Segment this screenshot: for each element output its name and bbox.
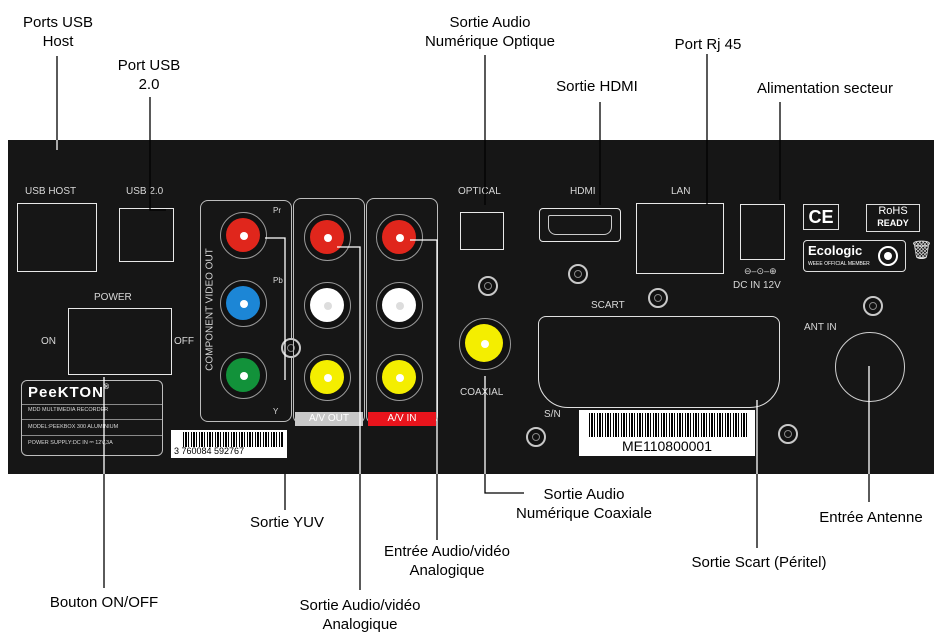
jack-y-green — [220, 352, 267, 399]
info-line-2: MODEL:PEEKBOX 300 ALUMINIUM — [28, 424, 119, 430]
callout-port-rj45: Port Rj 45 — [674, 36, 742, 53]
callout-ports-usb-host: Ports USB Host — [22, 14, 94, 50]
ecologic-logo: Ecologic WEEE OFFICIAL MEMBER — [803, 240, 906, 272]
device-back-panel: USB HOST USB 2.0 POWER ON OFF PeeKTON® M… — [8, 140, 934, 474]
usb-2-port — [119, 208, 174, 262]
power-off-label: OFF — [174, 336, 194, 347]
dc-in-label: DC IN 12V — [733, 280, 781, 291]
callout-alimentation: Alimentation secteur — [757, 80, 893, 97]
callout-entree-av: Entrée Audio/vidéo Analogique — [384, 543, 510, 579]
dc-polarity-icon: ⊖–⊙–⊕ — [744, 266, 777, 276]
sn-label: S/N — [544, 409, 561, 420]
weee-bin-icon: 🗑 — [910, 240, 933, 260]
info-line-1: MDD MULTIMEDIA RECORDER — [28, 407, 109, 413]
ce-logo: CE — [803, 204, 839, 230]
jack-av-in-yellow — [376, 354, 423, 401]
callout-sortie-audio-coaxiale: Sortie Audio Numérique Coaxiale — [516, 486, 652, 522]
hdmi-port — [539, 208, 621, 242]
callout-bouton-onoff: Bouton ON/OFF — [49, 594, 159, 611]
dc-in-port — [740, 204, 785, 260]
jack-av-in-red — [376, 214, 423, 261]
optical-screw — [478, 276, 498, 296]
component-video-group — [200, 200, 292, 422]
usb-2-label: USB 2.0 — [126, 186, 164, 197]
av-out-label: A/V OUT — [295, 412, 363, 426]
ean-barcode: 3 760084 592767 — [171, 430, 287, 458]
callout-sortie-hdmi: Sortie HDMI — [556, 78, 638, 95]
ant-in-label: ANT IN — [804, 322, 837, 333]
scart-screw-right — [778, 424, 798, 444]
callout-port-usb-2: Port USB 2.0 — [117, 57, 181, 93]
power-on-label: ON — [41, 336, 56, 347]
jack-av-out-white — [304, 282, 351, 329]
optical-port — [460, 212, 504, 250]
scart-screw-left — [526, 427, 546, 447]
callout-sortie-scart: Sortie Scart (Péritel) — [691, 554, 827, 571]
hdmi-screw — [568, 264, 588, 284]
info-line-3: POWER SUPPLY:DC IN ⎓ 12V,3A — [28, 440, 113, 446]
info-plate: PeeKTON® MDD MULTIMEDIA RECORDER MODEL:P… — [21, 380, 163, 456]
usb-host-port — [17, 203, 97, 272]
rohs-logo: RoHS READY — [866, 204, 920, 232]
power-label: POWER — [94, 292, 132, 303]
lan-screw — [648, 288, 668, 308]
antenna-screw — [863, 296, 883, 316]
callout-entree-antenne: Entrée Antenne — [819, 509, 923, 526]
callout-sortie-audio-optique: Sortie Audio Numérique Optique — [424, 14, 556, 50]
jack-av-out-red — [304, 214, 351, 261]
pr-label: Pr — [273, 206, 281, 215]
jack-av-in-white — [376, 282, 423, 329]
optical-label: OPTICAL — [458, 186, 501, 197]
coaxial-jack — [459, 318, 511, 370]
callout-sortie-yuv: Sortie YUV — [250, 514, 324, 531]
serial-number: ME110800001 — [621, 438, 713, 454]
usb-host-label: USB HOST — [25, 186, 77, 197]
scart-label: SCART — [591, 300, 625, 311]
lan-port — [636, 203, 724, 274]
hdmi-label: HDMI — [570, 186, 596, 197]
power-switch — [68, 308, 172, 375]
pb-label: Pb — [273, 276, 283, 285]
component-video-out-label: COMPONENT VIDEO OUT — [204, 248, 216, 371]
coaxial-label: COAXIAL — [460, 387, 504, 398]
y-label: Y — [273, 407, 279, 416]
serial-sticker: ME110800001 — [579, 410, 755, 456]
jack-pb-blue — [220, 280, 267, 327]
av-in-label: A/V IN — [368, 412, 436, 426]
peekton-logo: PeeKTON® — [28, 384, 111, 401]
scart-port — [538, 316, 780, 408]
antenna-input — [835, 332, 905, 402]
jack-pr-red — [220, 212, 267, 259]
jack-av-out-yellow — [304, 354, 351, 401]
callout-sortie-av: Sortie Audio/vidéo Analogique — [299, 597, 421, 633]
lan-label: LAN — [671, 186, 691, 197]
